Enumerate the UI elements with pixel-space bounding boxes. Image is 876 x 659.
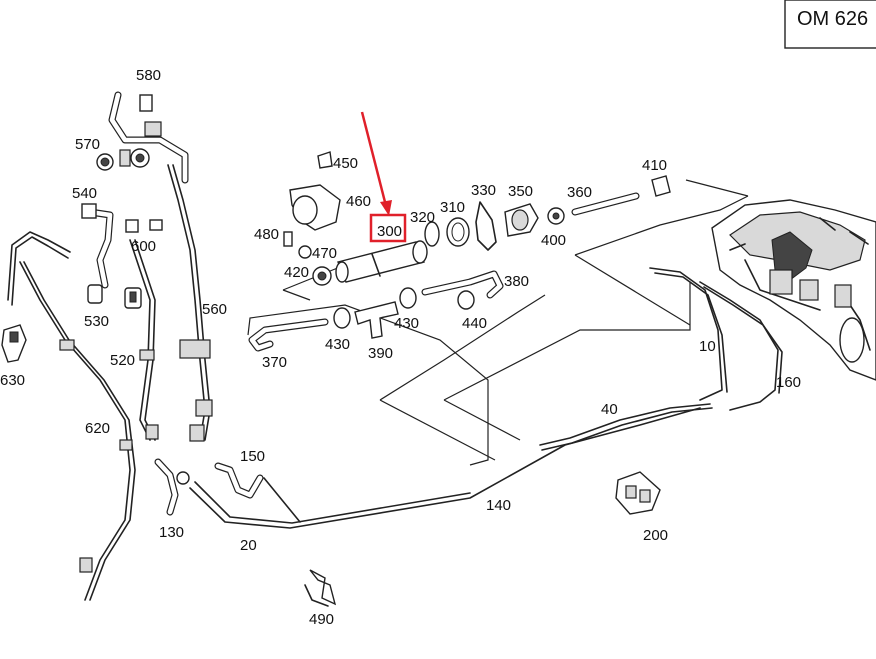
fuel-line-520 <box>129 239 159 441</box>
label-600: 600 <box>131 238 156 255</box>
label-300: 300 <box>377 223 402 240</box>
fuel-line-560 <box>167 164 213 442</box>
label-370: 370 <box>262 354 287 371</box>
part-480 <box>283 231 293 247</box>
part-420 <box>312 266 332 286</box>
label-450: 450 <box>333 155 358 172</box>
part-580 <box>108 91 189 184</box>
label-430-right: 430 <box>394 315 419 332</box>
label-480: 480 <box>254 226 279 243</box>
part-labels: 300 580 570 540 600 530 560 520 630 620 … <box>0 67 801 628</box>
label-330: 330 <box>471 182 496 199</box>
part-630 <box>1 324 27 363</box>
part-470 <box>298 245 312 259</box>
leader-lines <box>247 179 749 466</box>
label-10: 10 <box>699 338 716 355</box>
label-350: 350 <box>508 183 533 200</box>
label-520: 520 <box>110 352 135 369</box>
model-code: OM 626 <box>797 8 868 30</box>
label-530: 530 <box>84 313 109 330</box>
part-360 <box>571 192 640 216</box>
part-540 <box>81 203 114 289</box>
label-430-left: 430 <box>325 336 350 353</box>
highlight-marker <box>360 111 407 243</box>
label-360: 360 <box>567 184 592 201</box>
label-460: 460 <box>346 193 371 210</box>
part-600 <box>125 219 163 233</box>
part-400 <box>547 207 565 225</box>
part-200 <box>615 471 661 515</box>
part-370 <box>248 318 329 352</box>
label-580: 580 <box>136 67 161 84</box>
part-460 <box>289 184 341 231</box>
model-code-box: OM 626 <box>784 0 876 49</box>
label-200: 200 <box>643 527 668 544</box>
label-140: 140 <box>486 497 511 514</box>
part-320 <box>424 221 440 247</box>
label-320: 320 <box>410 209 435 226</box>
label-150: 150 <box>240 448 265 465</box>
label-620: 620 <box>85 420 110 437</box>
fuel-line-160 <box>699 281 783 411</box>
label-440: 440 <box>462 315 487 332</box>
fuel-line-40 <box>539 403 713 451</box>
fuel-line-140 <box>189 407 701 529</box>
label-40: 40 <box>601 401 618 418</box>
part-130 <box>154 458 190 516</box>
label-310: 310 <box>440 199 465 216</box>
label-630: 630 <box>0 372 25 389</box>
part-430-left <box>333 307 351 329</box>
label-560: 560 <box>202 301 227 318</box>
part-440 <box>457 290 475 310</box>
part-300-fuel-filter <box>335 240 428 283</box>
label-160: 160 <box>776 374 801 391</box>
label-570: 570 <box>75 136 100 153</box>
label-410: 410 <box>642 157 667 174</box>
part-570 <box>96 148 150 171</box>
part-450 <box>317 151 333 169</box>
part-410 <box>651 175 671 197</box>
label-20: 20 <box>240 537 257 554</box>
part-380 <box>421 270 504 299</box>
engine-block <box>711 199 876 381</box>
fuel-line-10 <box>649 267 728 401</box>
label-420: 420 <box>284 264 309 281</box>
part-530 <box>87 284 142 309</box>
part-330 <box>475 201 497 251</box>
part-150 <box>214 462 264 499</box>
part-350 <box>504 203 539 237</box>
part-430-right <box>399 287 417 309</box>
part-390 <box>354 301 399 339</box>
part-310 <box>446 217 470 247</box>
label-130: 130 <box>159 524 184 541</box>
label-380: 380 <box>504 273 529 290</box>
part-490 <box>304 569 337 607</box>
label-400: 400 <box>541 232 566 249</box>
fuel-line-620 <box>7 231 136 601</box>
label-490: 490 <box>309 611 334 628</box>
label-390: 390 <box>368 345 393 362</box>
label-470: 470 <box>312 245 337 262</box>
label-540: 540 <box>72 185 97 202</box>
